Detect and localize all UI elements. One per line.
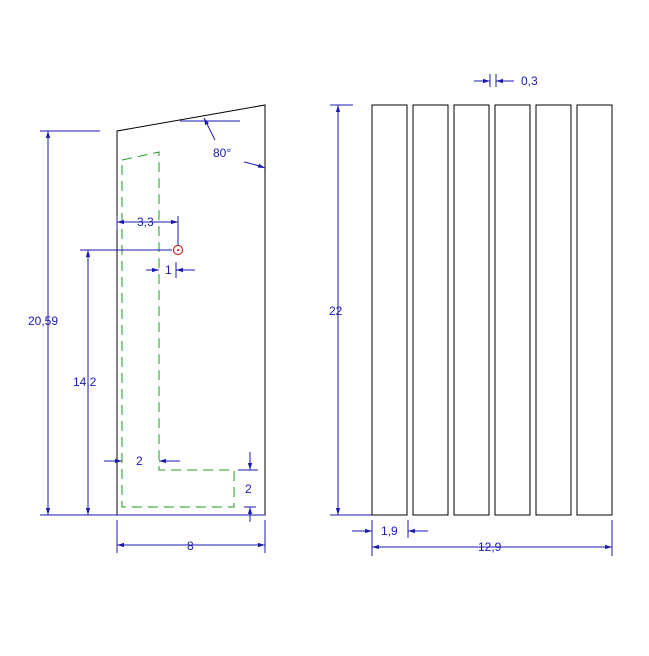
total-width-dimension: 12,9 bbox=[372, 520, 613, 556]
slat bbox=[535, 104, 572, 516]
slat bbox=[371, 104, 408, 516]
slat-width-label: 1,9 bbox=[381, 524, 398, 538]
leg-thickness-label: 2 bbox=[136, 454, 143, 468]
thickness-dimension: 1 bbox=[146, 262, 195, 278]
front-height-dimension: 22 bbox=[329, 104, 372, 516]
slat bbox=[412, 104, 449, 516]
foot-height-label: 2 bbox=[245, 482, 252, 496]
leg-thickness-dimension: 2 bbox=[104, 454, 180, 468]
slat-group bbox=[371, 104, 613, 516]
total-width-label: 12,9 bbox=[478, 540, 502, 554]
slat bbox=[494, 104, 531, 516]
side-view: 80° 20,59 14,2 3,3 1 bbox=[28, 104, 266, 553]
slat bbox=[576, 104, 613, 516]
foot-height-dimension: 2 bbox=[238, 452, 258, 522]
front-view: 22 0,3 1,9 12,9 bbox=[329, 74, 613, 556]
angle-annotation: 80° bbox=[180, 117, 266, 169]
offset-dimension: 3,3 bbox=[116, 215, 179, 246]
base-width-dimension: 8 bbox=[116, 520, 266, 553]
base-width-label: 8 bbox=[187, 539, 194, 553]
overall-height-label: 20,59 bbox=[28, 314, 58, 328]
overall-height-dimension: 20,59 bbox=[28, 130, 100, 515]
front-height-label: 22 bbox=[329, 304, 343, 318]
gap-label: 0,3 bbox=[521, 74, 538, 88]
thickness-label: 1 bbox=[165, 263, 172, 277]
marker-height-dimension: 14,2 bbox=[73, 249, 172, 515]
hidden-l-profile bbox=[121, 151, 235, 508]
angle-label: 80° bbox=[213, 146, 231, 160]
slat-width-dimension: 1,9 bbox=[352, 520, 428, 556]
slat bbox=[453, 104, 490, 516]
gap-dimension: 0,3 bbox=[474, 74, 538, 88]
marker-height-label: 14,2 bbox=[73, 375, 97, 389]
offset-label: 3,3 bbox=[137, 215, 154, 229]
